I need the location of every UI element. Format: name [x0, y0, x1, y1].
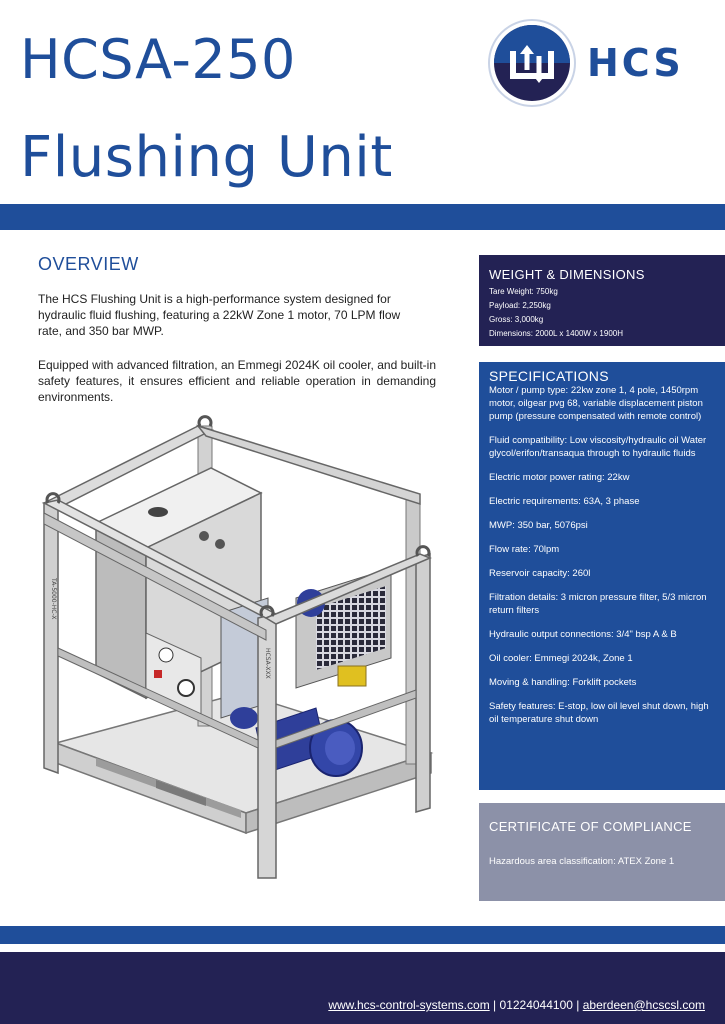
- footer-divider-band: [0, 926, 725, 944]
- spec-item: Safety features: E-stop, low oil level s…: [489, 701, 709, 725]
- flushing-unit-illustration: TA-5000-HC-X HCSA-XXX: [36, 408, 460, 888]
- specifications-heading: SPECIFICATIONS: [489, 368, 609, 384]
- header-divider-band: [0, 204, 725, 230]
- spec-item: Electric motor power rating: 22kw: [489, 472, 630, 483]
- spec-item: Filtration details: 3 micron pressure fi…: [489, 592, 707, 616]
- flushing-unit-drawing: TA-5000-HC-X HCSA-XXX: [41, 415, 434, 879]
- spec-item: Oil cooler: Emmegi 2024k, Zone 1: [489, 653, 633, 664]
- spec-item: Fluid compatibility: Low viscosity/hydra…: [489, 435, 707, 459]
- dimensions-item: Dimensions: 2000L x 1400W x 1900H: [489, 329, 623, 338]
- weight-dimensions-list: Tare Weight: 750kg Payload: 2,250kg Gros…: [489, 285, 623, 341]
- spec-item: MWP: 350 bar, 5076psi: [489, 520, 588, 531]
- weight-item: Payload: 2,250kg: [489, 301, 551, 310]
- hcs-logo-emblem-icon: [488, 19, 576, 107]
- spec-item: Flow rate: 70lpm: [489, 544, 560, 555]
- overview-paragraph: The HCS Flushing Unit is a high-performa…: [38, 292, 401, 338]
- footer-contact: www.hcs-control-systems.com | 0122404410…: [328, 998, 705, 1012]
- hcs-logo: HCS: [487, 18, 707, 110]
- spec-item: Electric requirements: 63A, 3 phase: [489, 496, 640, 507]
- email-link[interactable]: aberdeen@hcscsl.com: [582, 998, 705, 1012]
- product-title-line-2: Flushing Unit: [20, 125, 393, 190]
- weight-item: Gross: 3,000kg: [489, 315, 544, 324]
- weight-dimensions-panel: WEIGHT & DIMENSIONS Tare Weight: 750kg P…: [479, 255, 725, 346]
- spec-item: Reservoir capacity: 260l: [489, 568, 591, 579]
- spec-item: Hydraulic output connections: 3/4" bsp A…: [489, 629, 677, 640]
- certificate-text: Hazardous area classification: ATEX Zone…: [489, 856, 675, 867]
- footer-separator: |: [576, 998, 580, 1012]
- overview-paragraph: Equipped with advanced filtration, an Em…: [38, 358, 436, 404]
- weight-dimensions-heading: WEIGHT & DIMENSIONS: [489, 267, 645, 282]
- specifications-panel: SPECIFICATIONS Motor / pump type: 22kw z…: [479, 362, 725, 790]
- spec-item: Motor / pump type: 22kw zone 1, 4 pole, …: [489, 385, 703, 422]
- weight-item: Tare Weight: 750kg: [489, 287, 558, 296]
- certificate-heading: CERTIFICATE OF COMPLIANCE: [489, 819, 692, 834]
- product-title-line-1: HCSA-250: [20, 28, 296, 91]
- spec-item: Moving & handling: Forklift pockets: [489, 677, 637, 688]
- certificate-panel: CERTIFICATE OF COMPLIANCE Hazardous area…: [479, 803, 725, 901]
- footer-separator: |: [493, 998, 497, 1012]
- website-link[interactable]: www.hcs-control-systems.com: [328, 998, 490, 1012]
- frame-marking: TA-5000-HC-X: [50, 577, 57, 619]
- frame-marking: HCSA-XXX: [264, 648, 271, 679]
- overview-heading: OVERVIEW: [38, 254, 139, 274]
- phone-number: 01224044100: [499, 998, 573, 1012]
- specifications-list: Motor / pump type: 22kw zone 1, 4 pole, …: [489, 384, 715, 737]
- footer: www.hcs-control-systems.com | 0122404410…: [0, 952, 725, 1024]
- logo-wordmark: HCS: [587, 41, 684, 85]
